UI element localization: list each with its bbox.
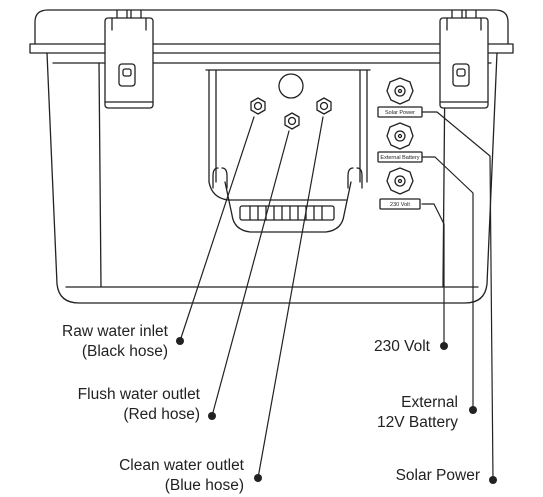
clean-outlet-leader: [257, 116, 324, 479]
battery-line2: 12V Battery: [377, 414, 458, 431]
volt-callout: 230 Volt: [330, 337, 430, 357]
flush-outlet-connector-icon: [284, 112, 300, 130]
battery-line1: External: [401, 394, 458, 411]
case-lid: [34, 9, 509, 45]
top-port-icon: [278, 73, 304, 99]
battery-panel-label: External Battery: [380, 155, 419, 161]
leader-lines: [179, 111, 494, 481]
solar-panel-label: Solar Power: [385, 110, 415, 116]
leader-dots: [176, 337, 497, 484]
volt-panel-label: 230 Volt: [390, 202, 410, 208]
clean-outlet-line1: Clean water outlet: [119, 457, 244, 474]
raw-inlet-connector-icon: [250, 97, 266, 115]
raw-inlet-line1: Raw water inlet: [62, 323, 168, 340]
battery-leader: [421, 156, 474, 411]
case-seam: [29, 43, 514, 54]
case-body: [46, 52, 498, 304]
battery-callout: External 12V Battery: [330, 393, 458, 433]
solar-callout: Solar Power: [370, 466, 480, 486]
raw-inlet-leader: [179, 116, 255, 342]
flush-outlet-leader: [211, 130, 290, 417]
flush-outlet-line1: Flush water outlet: [77, 386, 200, 403]
raw-inlet-line2: (Black hose): [81, 343, 168, 360]
raw-inlet-callout: Raw water inlet (Black hose): [0, 322, 168, 362]
left-latch-icon: [104, 9, 154, 109]
clean-outlet-connector-icon: [316, 97, 332, 115]
right-latch-icon: [439, 9, 489, 109]
solar-line1: Solar Power: [395, 467, 480, 484]
clean-outlet-callout: Clean water outlet (Blue hose): [0, 456, 244, 496]
volt-leader: [421, 203, 445, 347]
clean-outlet-line2: (Blue hose): [164, 477, 244, 494]
solar-leader: [421, 111, 494, 481]
flush-outlet-line2: (Red hose): [123, 406, 200, 423]
volt-socket-icon: [379, 167, 421, 210]
volt-line1: 230 Volt: [373, 338, 430, 355]
flush-outlet-callout: Flush water outlet (Red hose): [0, 385, 200, 425]
handle-icon: [205, 69, 371, 233]
volt-panel-label-box: [379, 198, 421, 210]
